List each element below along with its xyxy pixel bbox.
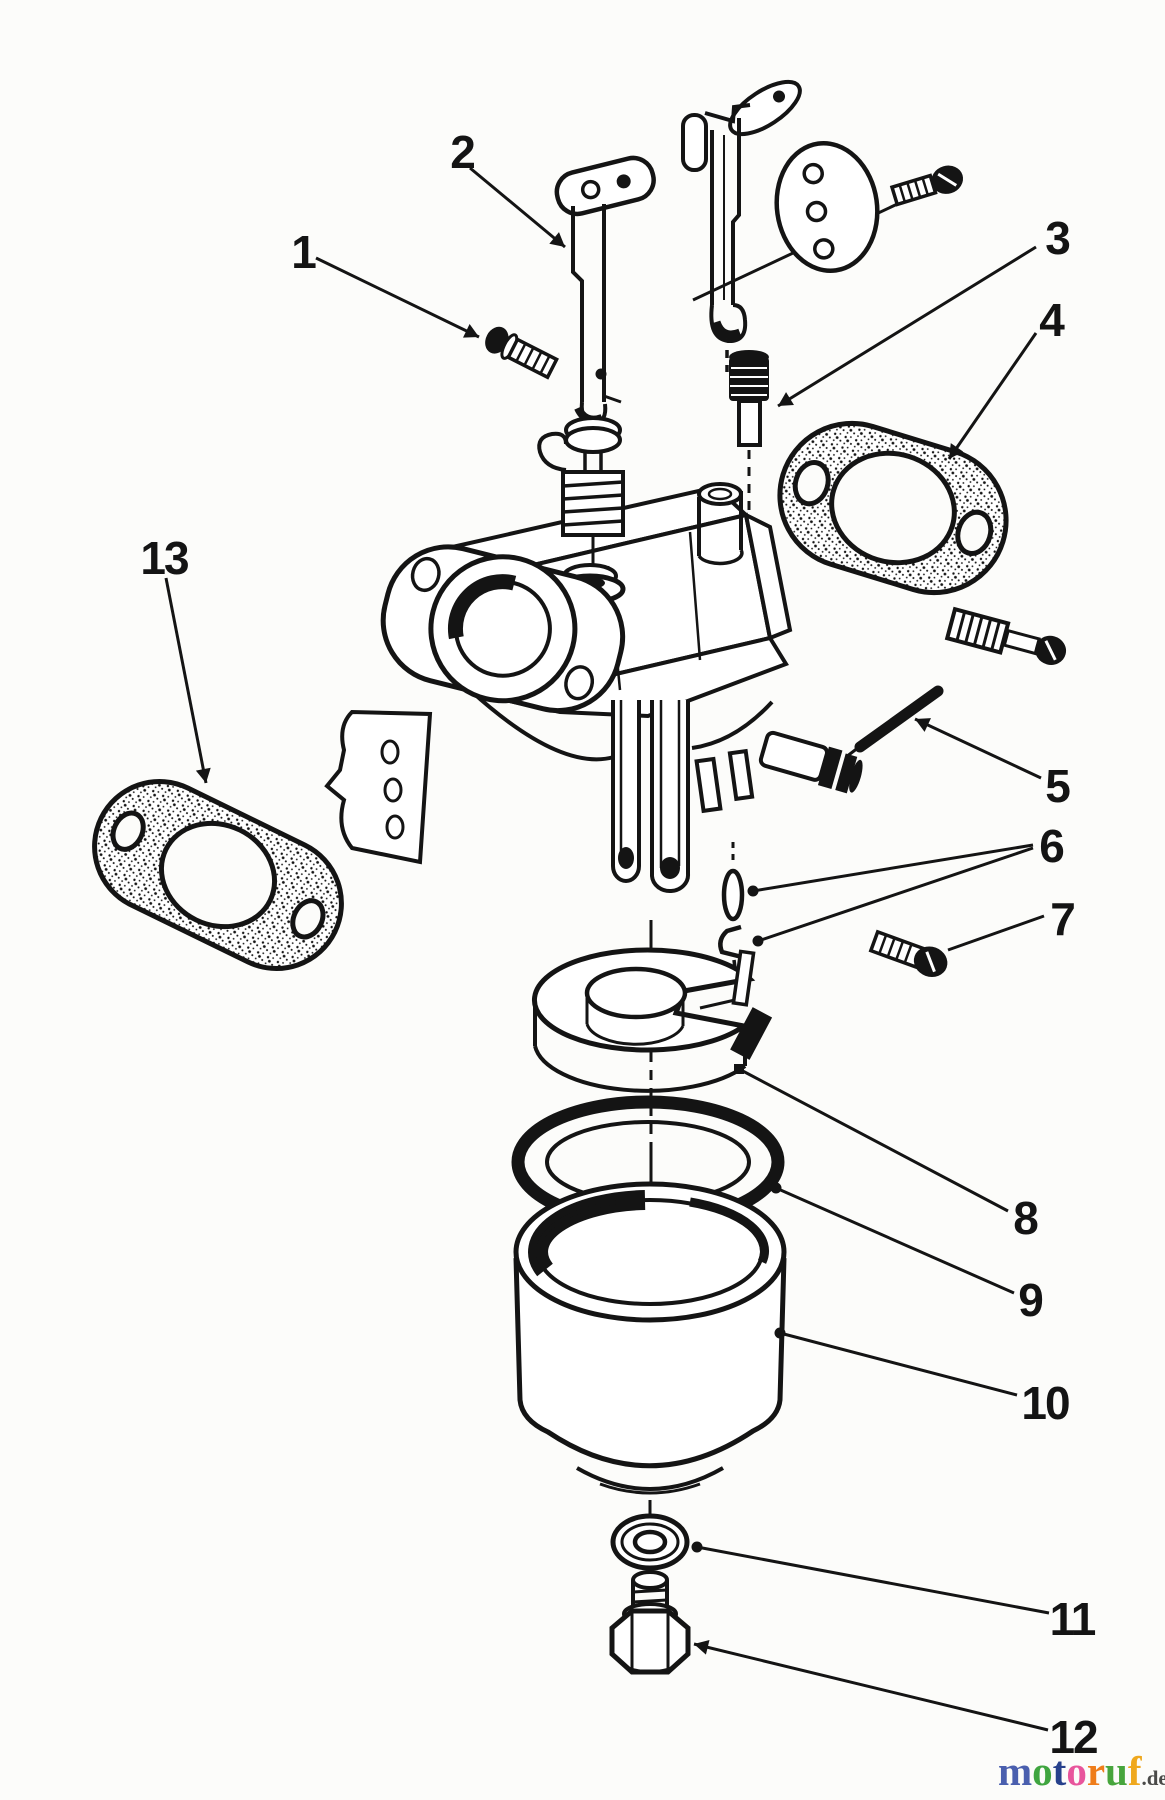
- throttle-shaft: [554, 155, 656, 425]
- leader-square-dot: [734, 1064, 744, 1074]
- motoruf-logo-letters: motoruf: [998, 1748, 1141, 1794]
- motoruf-logo[interactable]: motoruf.de: [998, 1748, 1165, 1800]
- leader-dot: [747, 885, 759, 897]
- leader-dot: [770, 1182, 782, 1194]
- leader-line-5: [914, 717, 1042, 780]
- motoruf-logo-suffix: .de: [1141, 1766, 1165, 1790]
- leader-line-11: [696, 1545, 1050, 1615]
- float-bowl: [513, 1181, 787, 1495]
- callout-number-1: 1: [291, 226, 316, 278]
- leader-arrowhead: [949, 443, 964, 459]
- bowl-bolt-nut: [609, 1570, 691, 1675]
- logo-letter-2: t: [1052, 1748, 1067, 1794]
- callout-number-5: 5: [1045, 760, 1070, 812]
- leader-line-6: [752, 843, 1034, 893]
- leader-line-13: [164, 577, 208, 784]
- leader-line-10: [779, 1331, 1018, 1397]
- leader-dot: [774, 1327, 786, 1339]
- screw-7: [868, 929, 948, 978]
- choke-shaft: [681, 79, 802, 372]
- callout-number-10: 10: [1021, 1377, 1069, 1429]
- leader-arrowhead: [694, 1639, 710, 1655]
- float-valve-clip: [718, 842, 745, 977]
- callout-number-3: 3: [1045, 212, 1069, 264]
- logo-letter-4: r: [1086, 1748, 1106, 1794]
- choke-plate-disc: [774, 140, 880, 274]
- choke-plate-screw: [889, 165, 964, 207]
- callout-number-13: 13: [140, 532, 188, 584]
- leader-arrowhead: [915, 718, 931, 732]
- leader-arrowhead: [195, 767, 211, 783]
- bracket-plate: [324, 709, 433, 865]
- float: [531, 947, 773, 1093]
- air-horn-flange: [380, 544, 626, 714]
- leader-line-7: [947, 914, 1045, 952]
- callout-number-2: 2: [450, 126, 474, 178]
- leader-arrowhead: [463, 324, 479, 338]
- leader-line-3: [777, 245, 1037, 408]
- callout-number-4: 4: [1039, 294, 1065, 346]
- callout-number-11: 11: [1050, 1593, 1096, 1645]
- logo-letter-5: u: [1105, 1748, 1128, 1794]
- idle-screw-and-spring: [944, 606, 1067, 665]
- leader-dot: [691, 1541, 703, 1553]
- gasket-4: [777, 420, 1009, 596]
- screw-1: [485, 326, 559, 380]
- leader-line-9: [775, 1186, 1015, 1295]
- logo-letter-3: o: [1066, 1748, 1087, 1794]
- leader-line-2: [469, 166, 566, 249]
- leader-line-1: [315, 256, 480, 339]
- callout-number-6: 6: [1039, 820, 1063, 872]
- leader-line-6: [757, 846, 1034, 943]
- nozzle-tubes: [611, 700, 691, 894]
- leader-line-12: [693, 1642, 1049, 1732]
- float-pivot-pin: [845, 685, 944, 759]
- leader-arrowhead: [778, 392, 794, 406]
- callout-number-7: 7: [1050, 893, 1074, 945]
- gasket-13: [92, 779, 344, 971]
- callout-number-12: 12: [1049, 1711, 1097, 1763]
- sealing-washer: [610, 1513, 690, 1571]
- logo-letter-0: m: [998, 1748, 1033, 1794]
- leader-line-4: [947, 332, 1038, 460]
- logo-letter-6: f: [1127, 1748, 1142, 1794]
- logo-letter-1: o: [1032, 1748, 1053, 1794]
- callout-number-9: 9: [1018, 1274, 1042, 1326]
- leader-dot: [752, 935, 764, 947]
- callout-number-8: 8: [1013, 1192, 1038, 1244]
- leader-line-8: [738, 1067, 1009, 1213]
- leader-arrowhead: [549, 232, 565, 247]
